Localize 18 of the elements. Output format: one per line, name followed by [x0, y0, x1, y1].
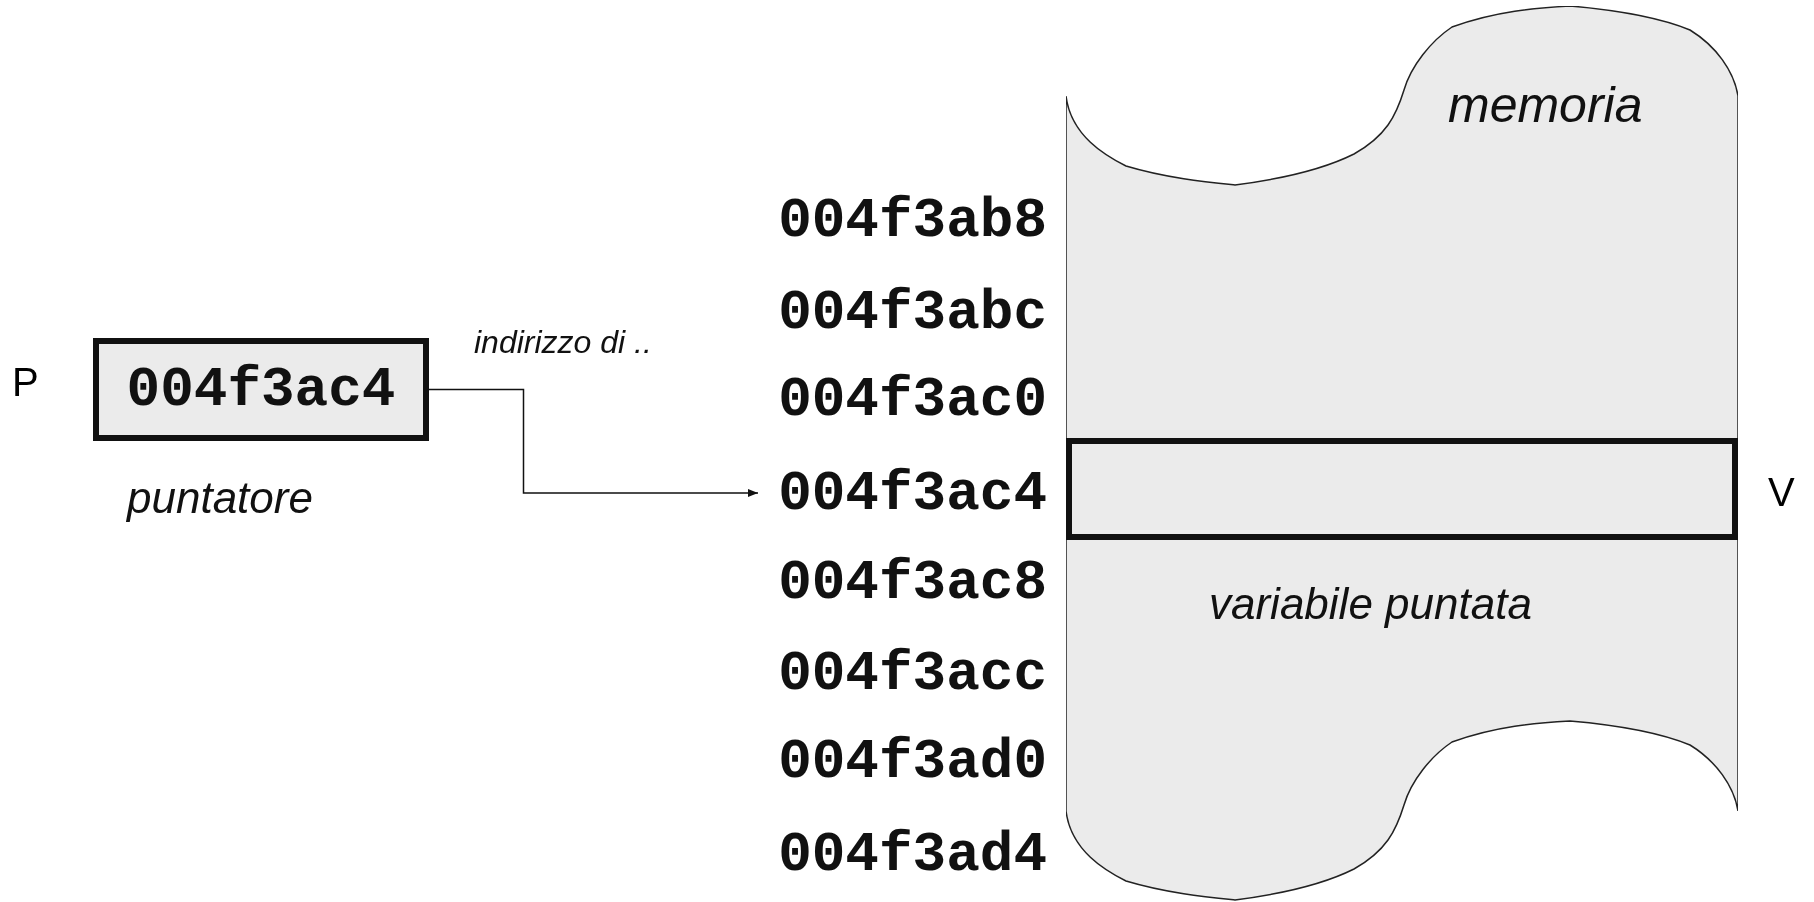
- memory-shape: [1066, 6, 1738, 902]
- address-label: 004f3ac4: [762, 466, 1047, 520]
- variable-name: V: [1768, 472, 1795, 512]
- pointer-box: 004f3ac4: [93, 338, 429, 441]
- address-label: 004f3ad0: [777, 734, 1047, 790]
- address-label: 004f3acc: [777, 646, 1047, 702]
- arrow: [428, 388, 759, 497]
- address-label: 004f3ad4: [777, 827, 1047, 883]
- memory-cell: [1066, 438, 1738, 540]
- address-label: 004f3abc: [777, 285, 1047, 341]
- variable-name: P: [12, 362, 39, 402]
- address-label: 004f3ab8: [777, 193, 1047, 249]
- node-caption: puntatore: [127, 476, 313, 520]
- memory-title: memoria: [1448, 80, 1643, 130]
- node-caption: variabile puntata: [1209, 582, 1532, 626]
- address-label: 004f3ac0: [777, 372, 1047, 428]
- edge-label: indirizzo di ..: [474, 325, 652, 358]
- address-label: 004f3ac8: [777, 555, 1047, 611]
